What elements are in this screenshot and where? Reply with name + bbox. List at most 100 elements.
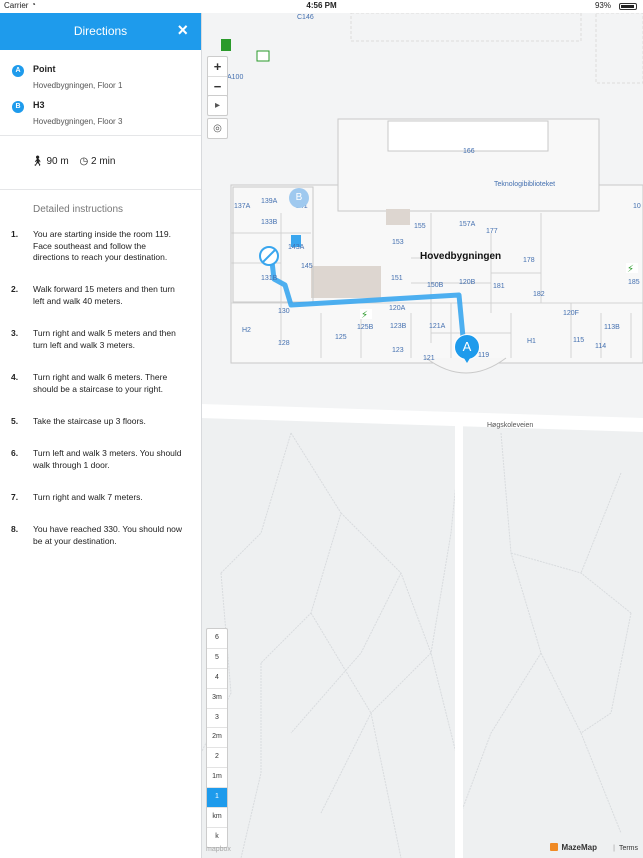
divider <box>0 135 201 136</box>
room-label: Teknologibiblioteket <box>494 181 556 188</box>
mapbox-attribution[interactable]: mapbox <box>206 846 231 853</box>
divider <box>0 189 201 190</box>
room-label: 181 <box>493 283 505 290</box>
floor-button-active[interactable]: 1 <box>207 788 227 809</box>
clock: 4:56 PM <box>306 1 337 10</box>
room-label: 114 <box>595 343 607 350</box>
entrance-plaza <box>425 357 507 374</box>
room-label: 125 <box>335 334 347 341</box>
floor-button[interactable]: km <box>207 808 227 828</box>
floor-selector: 6 5 4 3m 3 2m 2 1m 1 km k <box>206 628 228 848</box>
destination-pin[interactable]: B <box>289 188 309 208</box>
room-label: 125B <box>357 324 374 331</box>
walking-icon: 🚶︎ <box>31 156 44 167</box>
room-label: C146 <box>297 14 314 21</box>
clock-icon: ◷ <box>79 156 89 167</box>
room-label: 131B <box>261 275 278 282</box>
compass-icon[interactable]: ▸ <box>207 95 228 116</box>
room-label: 185 <box>628 279 640 286</box>
room-label: 143A <box>288 244 305 251</box>
destination-location: Hovedbygningen, Floor 3 <box>33 117 123 126</box>
zoom-control: + − <box>207 56 228 97</box>
room-label: 120A <box>389 305 406 312</box>
room-label: 150B <box>427 282 444 289</box>
zoom-in-button[interactable]: + <box>213 59 222 74</box>
road <box>201 404 643 432</box>
terms-link[interactable]: Terms <box>613 845 638 852</box>
locate-icon[interactable]: ◎ <box>207 118 228 139</box>
zoom-out-button[interactable]: − <box>208 76 227 96</box>
detailed-instructions-heading: Detailed instructions <box>33 204 124 215</box>
room-label: 145 <box>301 263 313 270</box>
green-area <box>350 13 582 42</box>
footpaths <box>201 432 632 858</box>
room-label: 151 <box>391 275 403 282</box>
wifi-icon: ◔ <box>31 0 36 9</box>
svg-text:⚡: ⚡ <box>361 310 368 321</box>
room-label: 119 <box>478 352 490 359</box>
room-label: 10 <box>633 203 641 210</box>
destination-name: H3 <box>33 100 45 110</box>
floor-button[interactable]: 3m <box>207 689 227 709</box>
carrier-label: Carrier <box>4 1 29 10</box>
room-label: 123B <box>390 323 407 330</box>
room-label: 121 <box>423 355 435 362</box>
svg-text:⚡: ⚡ <box>627 264 634 275</box>
room-label: 166 <box>463 148 475 155</box>
stairs-icon <box>626 263 638 273</box>
room-label: 123 <box>392 347 404 354</box>
directions-panel: Directions × A Point Hovedbygningen, Flo… <box>0 13 202 858</box>
floor-button[interactable]: 2 <box>207 748 227 769</box>
route-summary: 🚶︎ 90 m ◷ 2 min <box>31 156 115 167</box>
green-area <box>595 13 643 84</box>
room-label: 177 <box>486 228 498 235</box>
room-label: H1 <box>527 338 536 345</box>
room-label: 157A <box>459 221 476 228</box>
room-label: 139A <box>261 198 278 205</box>
room-label: H2 <box>242 327 251 334</box>
start-name: Point <box>33 64 56 74</box>
room-label: 178 <box>523 257 535 264</box>
mazemap-logo: MazeMap <box>550 843 597 852</box>
floor-button[interactable]: 1m <box>207 768 227 789</box>
exit-icon <box>256 50 270 62</box>
floor-button[interactable]: 2m <box>207 728 227 749</box>
map-drawing: ⚡ ⚡ <box>201 13 643 858</box>
room-label: 182 <box>533 291 545 298</box>
battery-icon <box>619 3 637 10</box>
room-label: 120F <box>563 310 579 317</box>
status-bar: Carrier ◔ 4:56 PM 93% <box>0 0 643 13</box>
courtyard <box>386 209 410 225</box>
floor-button[interactable]: 4 <box>207 669 227 689</box>
room-label: 133B <box>261 219 278 226</box>
room-label: 128 <box>278 340 290 347</box>
close-icon[interactable]: × <box>177 20 188 40</box>
start-badge: A <box>12 65 24 77</box>
building-label: Hovedbygningen <box>420 251 502 262</box>
room-label: 130 <box>278 308 290 315</box>
floor-button[interactable]: k <box>215 832 219 840</box>
courtyard <box>311 266 381 298</box>
room-label: 155 <box>414 223 426 230</box>
room-label: 137A <box>234 203 251 210</box>
room-label: 120B <box>459 279 476 286</box>
park-area <box>201 418 643 858</box>
room-label: A100 <box>227 74 244 81</box>
start-pin[interactable]: A <box>454 334 480 363</box>
floor-button[interactable]: 3 <box>207 709 227 729</box>
room-label: 115 <box>573 337 585 344</box>
stairs-icon <box>360 309 372 319</box>
room-block <box>232 186 314 303</box>
room-label: 113B <box>604 324 620 331</box>
floor-button[interactable]: 5 <box>207 649 227 669</box>
map-canvas[interactable]: ⚡ ⚡ C146 A100 166 Teknologibiblioteket 1… <box>201 13 643 858</box>
battery-percent: 93% <box>594 1 611 10</box>
directions-header: Directions × <box>0 13 201 50</box>
floor-button[interactable]: 6 <box>207 629 227 649</box>
directions-title: Directions <box>73 24 128 38</box>
distance-value: 90 m <box>46 156 69 167</box>
exit-icon <box>221 39 231 51</box>
room-label: 121A <box>429 323 446 330</box>
destination-badge: B <box>12 101 24 113</box>
duration-value: 2 min <box>91 156 116 167</box>
